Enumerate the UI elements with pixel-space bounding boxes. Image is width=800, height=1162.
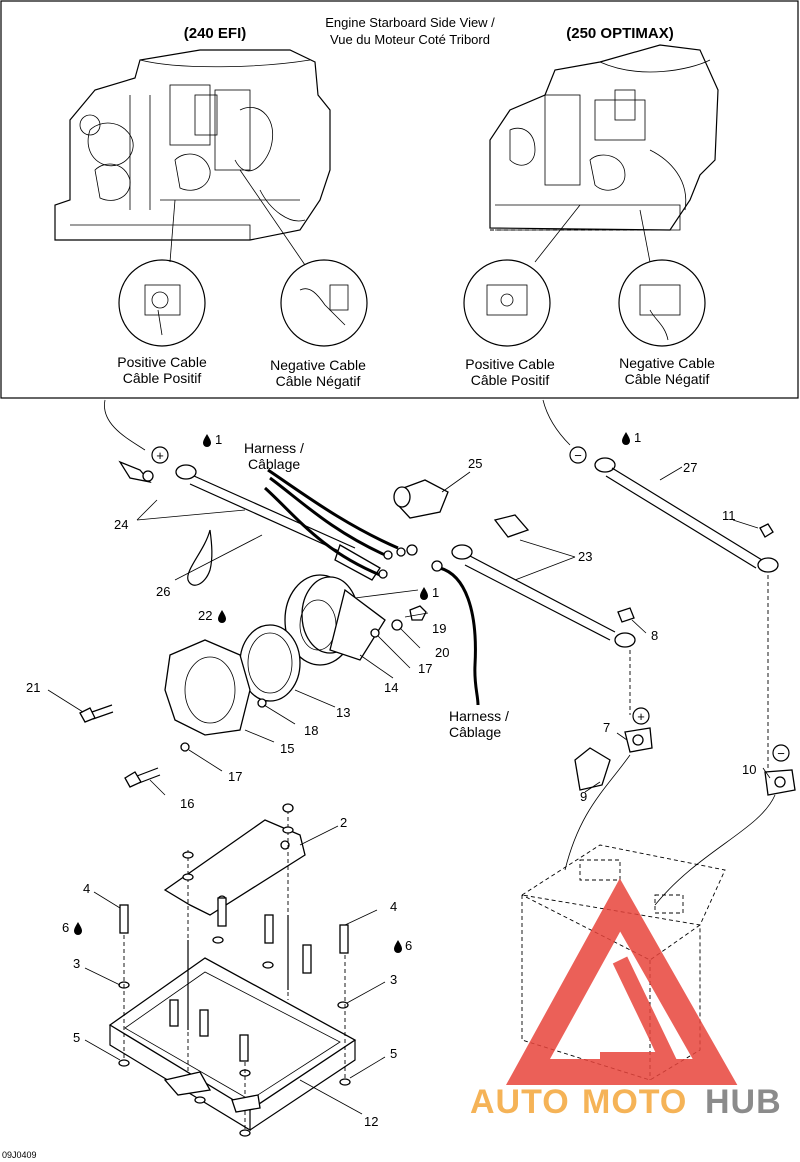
callout-14: 14 [384,680,398,695]
callout-7: 7 [603,720,610,735]
callout-19: 19 [432,621,446,636]
callout-23: 23 [578,549,592,564]
callout-13: 13 [336,705,350,720]
svg-text:+: + [637,709,645,724]
callout-5: 5 [73,1030,80,1045]
battery-clamp-7 [624,727,653,753]
terminal-cover-9 [574,747,611,791]
callout-2: 2 [340,815,347,830]
callout-1: 1 [215,432,222,447]
right-model-label: (250 OPTIMAX) [566,25,674,42]
right-negative-label-en: Negative Cable [619,355,715,371]
svg-text:+: + [156,448,164,463]
drop-icon [420,587,428,600]
inset-right-positive [463,259,551,347]
callout-27: 27 [683,460,697,475]
watermark-auto: AUTO [470,1083,570,1121]
nut-8 [617,607,635,623]
callout-22: 22 [198,608,212,623]
bolt-21 [79,704,114,723]
engine-240-efi-illustration [54,49,331,266]
callout-4: 4 [83,881,90,896]
callout-3: 3 [390,972,397,987]
callout-20: 20 [435,645,449,660]
callout-5: 5 [390,1046,397,1061]
callout-15: 15 [280,741,294,756]
harness-label-lower-en: Harness / [449,708,509,724]
engine-views-frame [0,0,799,399]
drop-icon [218,610,226,623]
harness-label-lower-fr: Câblage [449,724,501,740]
left-positive-label-en: Positive Cable [117,354,207,370]
battery-clamp-10 [764,769,796,796]
svg-text:−: − [777,746,785,761]
engine-250-optimax-illustration [489,44,719,263]
drawing-code: 09J0409 [2,1150,37,1160]
callout-26: 26 [156,584,170,599]
inset-left-positive [118,259,206,347]
drop-icon [622,432,630,445]
callout-16: 16 [180,796,194,811]
right-negative-label-fr: Câble Négatif [625,371,710,387]
callout-17: 17 [418,661,432,676]
left-negative-label-fr: Câble Négatif [276,373,361,389]
callout-3: 3 [73,956,80,971]
wire-tie-26 [187,529,213,586]
drop-icon [394,940,402,953]
drop-icon [203,434,211,447]
callout-9: 9 [580,789,587,804]
callout-6: 6 [405,938,412,953]
view-title-en: Engine Starboard Side View / [325,15,495,30]
harness-label-upper-fr: Câblage [248,456,300,472]
hold-down-strap-2 [163,819,306,916]
negative-marker-top: − [569,446,587,464]
watermark-moto: MOTO [582,1083,687,1121]
small-hardware [180,605,427,752]
callout-6: 6 [62,920,69,935]
callout-17: 17 [228,769,242,784]
bolt-16 [124,767,161,788]
battery-tray-12 [108,957,357,1132]
automotohub-watermark: AUTO MOTO HUB [470,878,782,1121]
callout-24: 24 [114,517,128,532]
view-title-fr: Vue du Moteur Coté Tribord [330,32,490,47]
positive-cable-24 [118,460,381,581]
svg-text:−: − [574,448,582,463]
callout-11: 11 [722,508,736,523]
inset-left-negative [280,259,368,347]
callout-8: 8 [651,628,658,643]
left-positive-label-fr: Câble Positif [123,370,202,386]
terminal-boot-25 [393,479,449,519]
callout-1: 1 [634,430,641,445]
watermark-hub: HUB [705,1083,782,1121]
negative-marker-battery: − [772,744,790,762]
callout-1: 1 [432,585,439,600]
positive-marker-battery: + [632,707,650,725]
left-negative-label-en: Negative Cable [270,357,366,373]
callout-10: 10 [742,762,756,777]
inset-right-negative [618,259,706,347]
callout-21: 21 [26,680,40,695]
callout-18: 18 [304,723,318,738]
drop-icon [74,922,82,935]
starter-motor-14 [284,574,386,666]
left-model-label: (240 EFI) [184,25,247,42]
harness-wire-lower [439,566,480,706]
right-positive-label-en: Positive Cable [465,356,555,372]
tray-hardware [118,803,351,1137]
mounting-plate-15 [164,639,251,736]
callout-25: 25 [468,456,482,471]
callout-12: 12 [364,1114,378,1129]
positive-cable-23 [451,514,636,648]
harness-label-upper-en: Harness / [244,440,304,456]
positive-marker: + [151,446,169,464]
harness-wires-upper [263,468,418,579]
negative-cable-27 [594,457,779,573]
right-positive-label-fr: Câble Positif [471,372,550,388]
callout-4: 4 [390,899,397,914]
leader-lines [47,466,771,1115]
